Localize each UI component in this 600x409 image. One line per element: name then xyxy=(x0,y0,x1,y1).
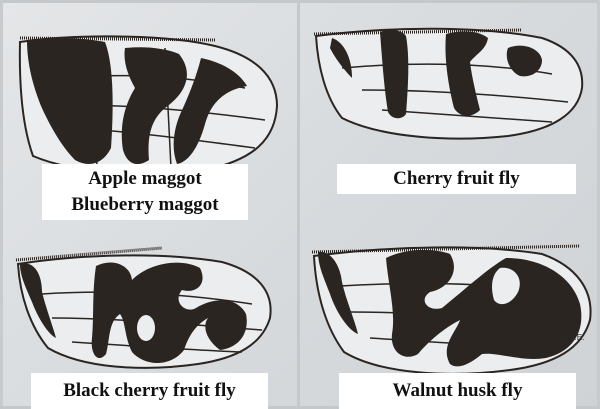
label-walnut-husk-fly: Walnut husk fly xyxy=(339,373,576,409)
frame-left xyxy=(0,0,3,409)
label-apple-blueberry-maggot: Apple maggot Blueberry maggot xyxy=(42,164,248,220)
label-line-blueberry-maggot: Blueberry maggot xyxy=(42,192,248,218)
wing-walnut-husk-fly xyxy=(310,228,598,384)
label-line-black-cherry-fruit-fly: Black cherry fruit fly xyxy=(31,378,268,404)
frame-top xyxy=(0,0,600,3)
frame-divider xyxy=(297,0,300,409)
label-line-apple-maggot: Apple maggot xyxy=(42,166,248,192)
label-black-cherry-fruit-fly: Black cherry fruit fly xyxy=(31,373,268,409)
label-cherry-fruit-fly: Cherry fruit fly xyxy=(337,164,576,194)
label-line-cherry-fruit-fly: Cherry fruit fly xyxy=(337,166,576,192)
label-line-walnut-husk-fly: Walnut husk fly xyxy=(339,378,576,404)
wing-apple-maggot xyxy=(15,28,285,178)
wing-black-cherry-fruit-fly xyxy=(12,230,282,380)
artist-signature: A.T.E. xyxy=(563,333,584,342)
wing-cherry-fruit-fly xyxy=(312,18,592,148)
